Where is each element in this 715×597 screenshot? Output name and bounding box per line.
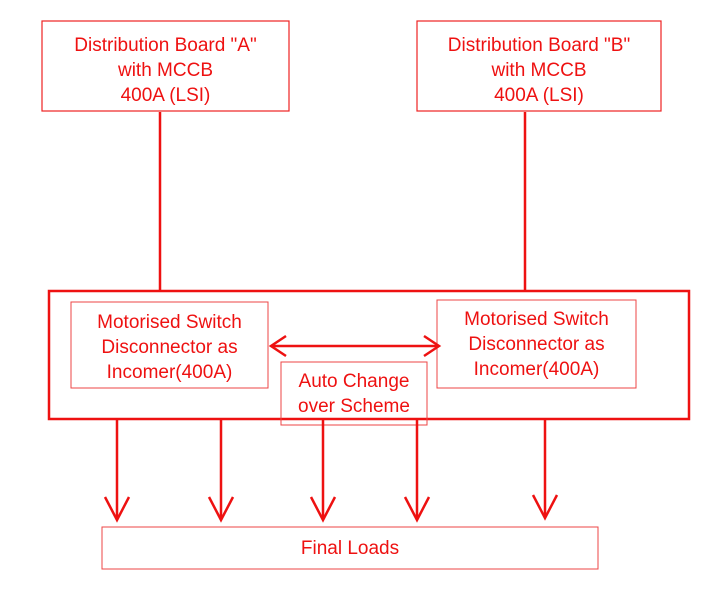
distribution-board-b-label: Distribution Board "B" with MCCB 400A (L…	[417, 33, 661, 108]
switch-left-label: Motorised Switch Disconnector as Incomer…	[71, 310, 268, 385]
switch-right-label: Motorised Switch Disconnector as Incomer…	[437, 307, 636, 382]
auto-change-box	[280, 361, 428, 426]
switch-right-line2: Disconnector as	[468, 334, 605, 355]
distribution-board-b-line1: Distribution Board "B"	[447, 35, 631, 56]
distribution-board-a-box	[41, 20, 290, 112]
switch-left-box	[70, 301, 269, 389]
auto-change-label: Auto Change over Scheme	[281, 369, 427, 419]
distribution-board-a-line1: Distribution Board "A"	[74, 35, 257, 56]
final-loads-text: Final Loads	[300, 538, 400, 559]
load-arrow-2-head	[207, 496, 235, 523]
load-arrow-4-head	[403, 496, 431, 523]
distribution-board-a-line3: 400A (LSI)	[120, 85, 211, 106]
switch-right-line1: Motorised Switch	[464, 309, 609, 330]
interlock-arrowhead-left	[268, 334, 287, 358]
load-arrow-5-head	[531, 494, 559, 521]
distribution-board-b-box	[416, 20, 662, 112]
switch-right-line3: Incomer(400A)	[473, 359, 600, 380]
distribution-board-b-line3: 400A (LSI)	[494, 85, 584, 106]
load-arrow-1-head	[103, 496, 131, 523]
changeover-panel-box	[47, 289, 691, 421]
distribution-board-a-line2: with MCCB	[117, 60, 213, 81]
load-arrows	[103, 420, 559, 523]
auto-change-line2: over Scheme	[298, 396, 410, 417]
auto-change-line1: Auto Change	[298, 371, 410, 392]
distribution-board-b-line2: with MCCB	[491, 60, 587, 81]
switch-left-line1: Motorised Switch	[97, 312, 242, 333]
distribution-board-a-label: Distribution Board "A" with MCCB 400A (L…	[42, 33, 289, 108]
switch-left-line2: Disconnector as	[101, 337, 238, 358]
load-arrow-3-head	[309, 496, 337, 523]
final-loads-label: Final Loads	[102, 536, 598, 561]
final-loads-box	[101, 526, 599, 570]
switch-left-line3: Incomer(400A)	[106, 362, 233, 383]
interlock-arrowhead-right	[423, 334, 442, 358]
